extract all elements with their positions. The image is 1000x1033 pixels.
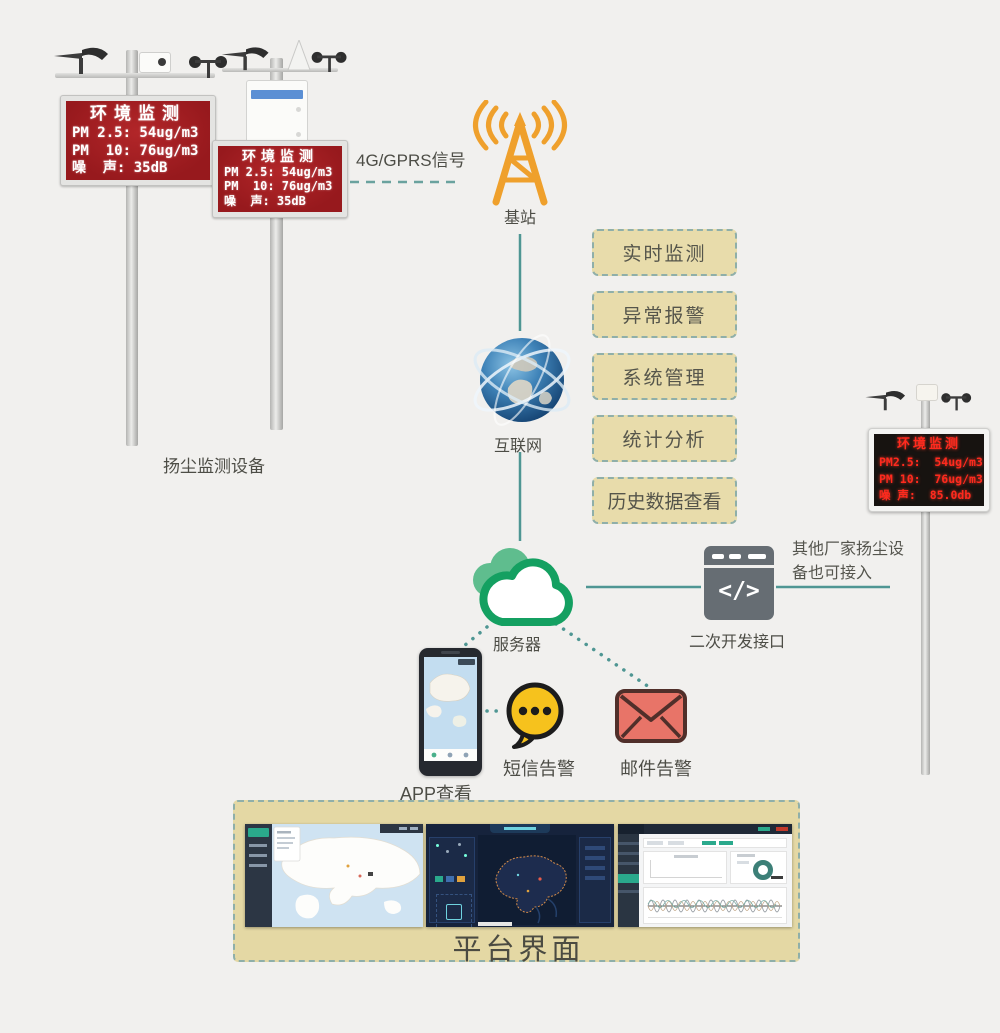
dev-api-label: 二次开发接口 [689, 634, 786, 651]
led-line: PM2.5: 54ug/m3 [879, 455, 983, 470]
feature-box-system: 系统管理 [592, 353, 737, 400]
note-line: 其他厂家扬尘设 [792, 541, 905, 558]
email-label: 邮件告警 [620, 759, 692, 779]
station-a-display: 环境监测 PM 2.5: 54ug/m3 PM 10: 76ug/m3 噪 声:… [60, 95, 216, 186]
led-title: 环境监测 [242, 149, 318, 166]
screenshot-map-app [245, 824, 423, 927]
server-label: 服务器 [493, 637, 542, 654]
base-station-label: 基站 [504, 210, 537, 227]
camera-icon [139, 52, 171, 73]
internet-label: 互联网 [494, 438, 543, 455]
station-b-crossbar [222, 68, 338, 72]
feature-box-alarm: 异常报警 [592, 291, 737, 338]
signal-label: 4G/GPRS信号 [356, 151, 466, 170]
right-station-pole [921, 400, 930, 775]
station-b-cabinet [246, 80, 308, 146]
wind-vane-icon [221, 47, 269, 71]
sensor-head [916, 384, 938, 401]
cup-anemometer-icon [941, 393, 972, 411]
cloud-icon [473, 548, 573, 626]
feature-label: 实时监测 [622, 244, 707, 265]
led-line: PM 2.5: 54ug/m3 [224, 165, 333, 180]
spike-cone-icon [287, 40, 311, 71]
donut-chart [753, 860, 773, 880]
antenna-tower-icon [473, 100, 567, 206]
wind-vane-icon [54, 47, 108, 74]
led-line: PM 2.5: 54ug/m3 [72, 125, 199, 142]
feature-label: 统计分析 [622, 430, 707, 451]
feature-label: 历史数据查看 [607, 492, 722, 513]
dust-devices-label: 扬尘监测设备 [163, 457, 265, 476]
led-title: 环境监测 [896, 436, 961, 452]
code-glyph: </> [718, 578, 760, 604]
feature-box-realtime: 实时监测 [592, 229, 737, 276]
station-b-display: 环境监测 PM 2.5: 54ug/m3 PM 10: 76ug/m3 噪 声:… [212, 140, 348, 218]
smartphone-icon [419, 648, 482, 776]
feature-box-history: 历史数据查看 [592, 477, 737, 524]
multiline-chart [647, 899, 782, 918]
code-window-icon: </> [704, 546, 774, 620]
sms-label: 短信告警 [503, 759, 575, 779]
led-line: PM 10: 76ug/m3 [72, 142, 199, 159]
led-title: 环境监测 [90, 103, 186, 124]
led-line: PM 10: 76ug/m3 [879, 471, 983, 486]
wind-vane-icon [865, 391, 906, 411]
feature-label: 系统管理 [622, 368, 707, 389]
link-server-email-dotted [554, 622, 654, 691]
envelope-icon [615, 689, 687, 743]
platform-label: 平台界面 [452, 934, 585, 966]
world-map [272, 824, 423, 927]
chat-bubble-icon [506, 682, 564, 749]
cup-anemometer-icon [189, 56, 227, 78]
third-party-note: 其他厂家扬尘设 备也可接入 [792, 538, 904, 586]
cup-anemometer-icon [311, 51, 347, 72]
note-line: 备也可接入 [792, 565, 873, 582]
china-map-dark [478, 835, 576, 925]
feature-box-stats: 统计分析 [592, 415, 737, 462]
app-label: APP查看 [400, 784, 473, 804]
station-a-crossbar [55, 73, 215, 78]
led-line: 噪 声: 85.0db [879, 488, 972, 503]
led-line: PM 10: 76ug/m3 [224, 179, 333, 194]
feature-label: 异常报警 [622, 306, 707, 327]
app-map-screen [424, 657, 477, 761]
globe-icon [473, 334, 571, 426]
platform-panel: 平台界面 [233, 800, 800, 966]
led-line: 噪 声: 35dB [224, 193, 306, 208]
screenshot-bigscreen [426, 824, 614, 927]
screenshot-analytics [618, 824, 792, 927]
right-station-display: 环境监测 PM2.5: 54ug/m3 PM 10: 76ug/m3 噪 声: … [868, 428, 990, 512]
led-line: 噪 声: 35dB [72, 160, 168, 177]
